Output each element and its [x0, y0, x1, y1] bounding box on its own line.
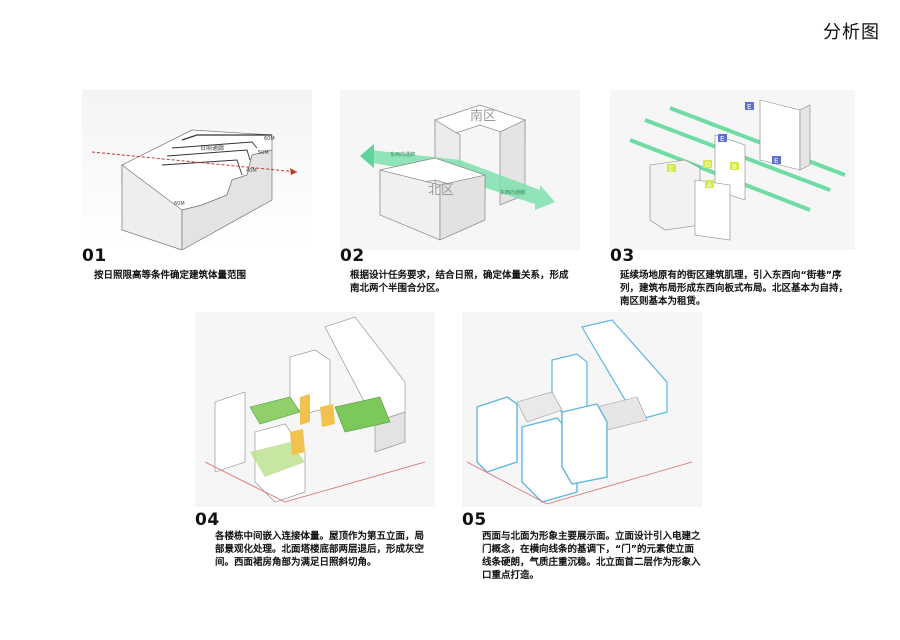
- label-north-zone: 北区: [428, 183, 454, 198]
- panel-number: 04: [195, 510, 220, 530]
- panel-description: 根据设计任务要求，结合日照，确定体量关系，形成南北两个半围合分区。: [350, 270, 569, 294]
- diagram-05: [462, 312, 702, 507]
- panel-number: 02: [340, 246, 365, 266]
- diagram-02: 南区 北区 东西向通廊 东西向通廊: [340, 90, 580, 250]
- label-daylight-corridor: 日照通廊: [200, 144, 224, 152]
- label-height-4: 60M: [174, 201, 185, 207]
- panel-01: 日照通廊 60M 50M 40M 60M 01 按日照限高等条件确定建筑体量范围: [82, 90, 312, 285]
- panel-number: 01: [82, 246, 107, 266]
- diagram-04: [195, 312, 435, 507]
- panel-description: 各楼栋中间嵌入连接体量。屋顶作为第五立面，局部景观化处理。北面塔楼底部两层退后，…: [215, 531, 425, 568]
- label-e1: E: [720, 135, 724, 143]
- panel-03: C D B A E E E 03 延续场地原有的街区建筑肌理，引入东西向“街巷”…: [610, 90, 855, 307]
- label-corridor-1: 东西向通廊: [390, 151, 415, 158]
- diagram-03: C D B A E E E: [610, 90, 855, 250]
- panel-05: 05 西面与北面为形象主要展示面。立面设计引入电建之门概念，在横向线条的基调下，…: [462, 312, 702, 582]
- label-height-2: 50M: [258, 150, 269, 156]
- panel-04: 04 各楼栋中间嵌入连接体量。屋顶作为第五立面，局部景观化处理。北面塔楼底部两层…: [195, 312, 435, 582]
- diagram-01: 日照通廊 60M 50M 40M 60M: [82, 90, 312, 250]
- label-height-3: 40M: [246, 168, 257, 174]
- panel-02: 南区 北区 东西向通廊 东西向通廊 02 根据设计任务要求，结合日照，确定体量关…: [340, 90, 580, 305]
- label-b: B: [732, 163, 737, 171]
- panel-description: 按日照限高等条件确定建筑体量范围: [94, 270, 247, 281]
- label-corridor-2: 东西向通廊: [500, 189, 525, 196]
- label-d: D: [705, 161, 710, 169]
- panel-number: 03: [610, 246, 635, 266]
- panel-description: 延续场地原有的街区建筑肌理，引入东西向“街巷”序列，建筑布局形成东西向板式布局。…: [620, 270, 849, 307]
- label-a: A: [707, 181, 712, 189]
- panel-number: 05: [462, 510, 487, 530]
- page-title: 分析图: [823, 22, 880, 43]
- label-e3: E: [774, 157, 778, 165]
- label-e2: E: [747, 103, 751, 111]
- panel-description: 西面与北面为形象主要展示面。立面设计引入电建之门概念，在横向线条的基调下，“门”…: [482, 531, 701, 581]
- label-c: C: [669, 165, 674, 173]
- label-south-zone: 南区: [470, 108, 496, 124]
- label-height-1: 60M: [264, 136, 275, 142]
